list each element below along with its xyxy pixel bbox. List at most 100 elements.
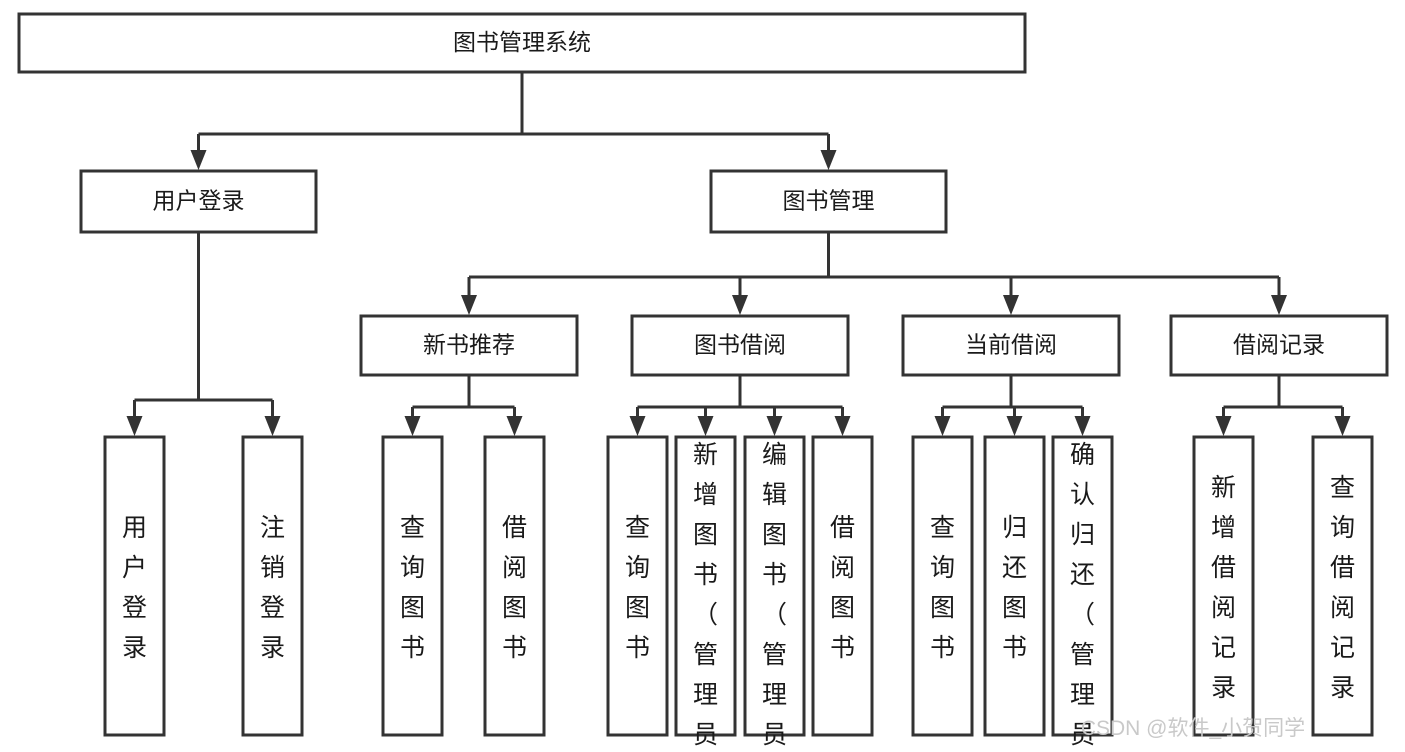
arrow-head-icon (126, 416, 143, 436)
leaf-node-leaf-query-record[interactable]: 查询借阅记录 (1311, 435, 1374, 737)
leaf-label: 查询图书 (400, 514, 425, 662)
arrow-triangle (1334, 416, 1351, 436)
root-node-root[interactable]: 图书管理系统 (17, 12, 1027, 74)
leaf-node-leaf-return-book[interactable]: 归还图书 (983, 435, 1046, 737)
leaf-label: 查询图书 (625, 514, 650, 662)
arrow-head-icon (697, 416, 714, 436)
arrow-head-icon (461, 295, 477, 315)
level3-node-rect (901, 314, 1121, 377)
arrow-triangle (1215, 416, 1232, 436)
root-node-rect (17, 12, 1027, 74)
level3-node-borrow-record[interactable]: 借阅记录 (1169, 314, 1389, 377)
arrow-triangle (1271, 295, 1287, 315)
arrow-head-icon (1006, 416, 1023, 436)
arrow-head-icon (834, 416, 851, 436)
leaf-rect (483, 435, 546, 737)
level3-node-book-borrow[interactable]: 图书借阅 (630, 314, 850, 377)
arrow-head-icon (1271, 295, 1287, 315)
leaf-rect (1051, 435, 1114, 737)
leaf-rect (911, 435, 974, 737)
leaf-rect (674, 435, 737, 737)
level2-node-label: 用户登录 (153, 188, 245, 214)
arrow-head-icon (934, 416, 951, 436)
leaf-label: 借阅图书 (830, 514, 855, 662)
arrow-triangle (697, 416, 714, 436)
leaf-label: 查询图书 (930, 514, 955, 662)
leaf-rect (1311, 435, 1374, 737)
arrow-head-icon (264, 416, 281, 436)
arrow-head-icon (506, 416, 523, 436)
leaf-rect (811, 435, 874, 737)
arrow-head-icon (820, 150, 837, 170)
arrow-triangle (766, 416, 783, 436)
leaf-rect (381, 435, 444, 737)
arrow-triangle (1006, 416, 1023, 436)
leaf-rect (103, 435, 166, 737)
leaf-label: 借阅图书 (502, 514, 527, 662)
arrow-triangle (629, 416, 646, 436)
leaf-label: 归还图书 (1002, 514, 1027, 662)
arrow-triangle (834, 416, 851, 436)
arrow-triangle (190, 150, 207, 170)
arrow-triangle (820, 150, 837, 170)
root-node-label: 图书管理系统 (453, 29, 591, 55)
arrow-head-icon (732, 295, 748, 315)
level3-node-rect (630, 314, 850, 377)
level3-node-new-book-recommend[interactable]: 新书推荐 (359, 314, 579, 377)
leaf-node-leaf-borrow-book-2[interactable]: 借阅图书 (811, 435, 874, 737)
leaf-label: 新增借阅记录 (1211, 474, 1236, 702)
leaf-label: 查询借阅记录 (1330, 474, 1355, 702)
arrow-triangle (506, 416, 523, 436)
leaf-label: 编辑图书（管理员） (762, 441, 787, 747)
arrow-head-icon (190, 150, 207, 170)
leaf-node-leaf-query-book-3[interactable]: 查询图书 (911, 435, 974, 737)
level2-node-user-login[interactable]: 用户登录 (79, 169, 318, 234)
arrow-triangle (1003, 295, 1019, 315)
level2-node-rect (709, 169, 948, 234)
leaf-rect (983, 435, 1046, 737)
leaf-rect (606, 435, 669, 737)
arrow-head-icon (629, 416, 646, 436)
arrow-head-icon (1334, 416, 1351, 436)
leaf-label: 新增图书（管理员） (693, 441, 718, 747)
csdn-watermark: CSDN @软件_小贺同学 (1081, 717, 1305, 740)
leaf-node-leaf-query-book-2[interactable]: 查询图书 (606, 435, 669, 737)
leaf-rect (1192, 435, 1255, 737)
leaf-label: 注销登录 (260, 514, 285, 662)
leaf-node-leaf-borrow-book-1[interactable]: 借阅图书 (483, 435, 546, 737)
arrow-head-icon (404, 416, 421, 436)
leaf-label: 确认归还（管理员） (1070, 441, 1095, 747)
arrow-head-icon (1215, 416, 1232, 436)
level3-node-label: 图书借阅 (694, 332, 786, 358)
leaf-rect (241, 435, 304, 737)
level3-node-label: 借阅记录 (1233, 332, 1325, 358)
level3-node-rect (359, 314, 579, 377)
leaf-node-leaf-add-record[interactable]: 新增借阅记录 (1192, 435, 1255, 737)
arrow-triangle (1074, 416, 1091, 436)
leaf-label: 用户登录 (122, 514, 147, 662)
level3-node-label: 新书推荐 (423, 332, 515, 358)
leaf-rect (743, 435, 806, 737)
leaf-node-leaf-query-book-1[interactable]: 查询图书 (381, 435, 444, 737)
arrow-head-icon (1074, 416, 1091, 436)
level3-node-label: 当前借阅 (965, 332, 1057, 358)
arrow-triangle (461, 295, 477, 315)
arrow-head-icon (766, 416, 783, 436)
arrow-triangle (732, 295, 748, 315)
arrow-triangle (126, 416, 143, 436)
leaf-node-leaf-user-login[interactable]: 用户登录 (103, 435, 166, 737)
level2-node-rect (79, 169, 318, 234)
arrow-triangle (404, 416, 421, 436)
arrow-triangle (264, 416, 281, 436)
leaf-node-leaf-add-book[interactable]: 新增图书（管理员） (674, 435, 737, 749)
level2-node-book-management[interactable]: 图书管理 (709, 169, 948, 234)
level3-node-rect (1169, 314, 1389, 377)
leaf-node-leaf-confirm-return[interactable]: 确认归还（管理员） (1051, 435, 1114, 749)
leaf-node-leaf-edit-book[interactable]: 编辑图书（管理员） (743, 435, 806, 749)
level2-node-label: 图书管理 (783, 188, 875, 214)
leaf-node-leaf-logout[interactable]: 注销登录 (241, 435, 304, 737)
level3-node-current-borrow[interactable]: 当前借阅 (901, 314, 1121, 377)
arrow-triangle (934, 416, 951, 436)
